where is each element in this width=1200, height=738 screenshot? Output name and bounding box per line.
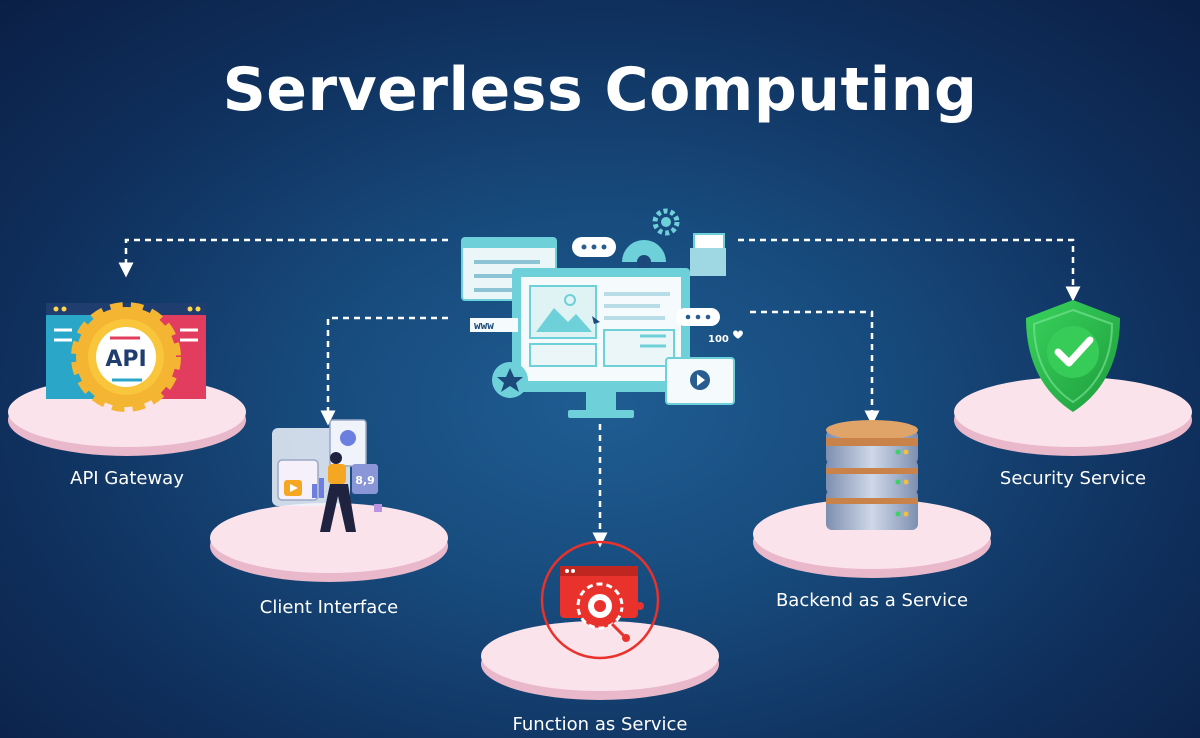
likes-count: 100 [708, 334, 729, 345]
connector-client-interface [320, 316, 448, 426]
connector-security-service [738, 238, 1081, 302]
api-gateway-icon: API [46, 302, 206, 412]
api-gateway-icon-text: API [105, 347, 146, 372]
label-api-gateway: API Gateway [70, 468, 184, 489]
connector-backend-as-service [750, 310, 880, 426]
label-backend-as-service: Backend as a Service [775, 590, 969, 611]
client-interface-icon: 8,9 [272, 419, 382, 532]
connectors [118, 238, 1081, 548]
label-function-as-service: Function as Service [512, 714, 688, 735]
label-security-service: Security Service [999, 468, 1147, 489]
computer-hub-icon: 100 www [461, 208, 743, 418]
label-client-interface: Client Interface [259, 597, 399, 618]
function-as-service-icon [540, 540, 660, 660]
database-icon [826, 420, 918, 530]
platform-function-as-service [481, 621, 719, 700]
url-text: www [474, 319, 494, 332]
diagram-title: Serverless Computing [222, 55, 978, 125]
platform-backend-as-service [753, 499, 991, 578]
platform-client-interface [210, 503, 448, 582]
client-interface-icon-text: 8,9 [355, 474, 375, 487]
connector-api-gateway [118, 238, 448, 278]
shield-icon [1026, 300, 1120, 412]
